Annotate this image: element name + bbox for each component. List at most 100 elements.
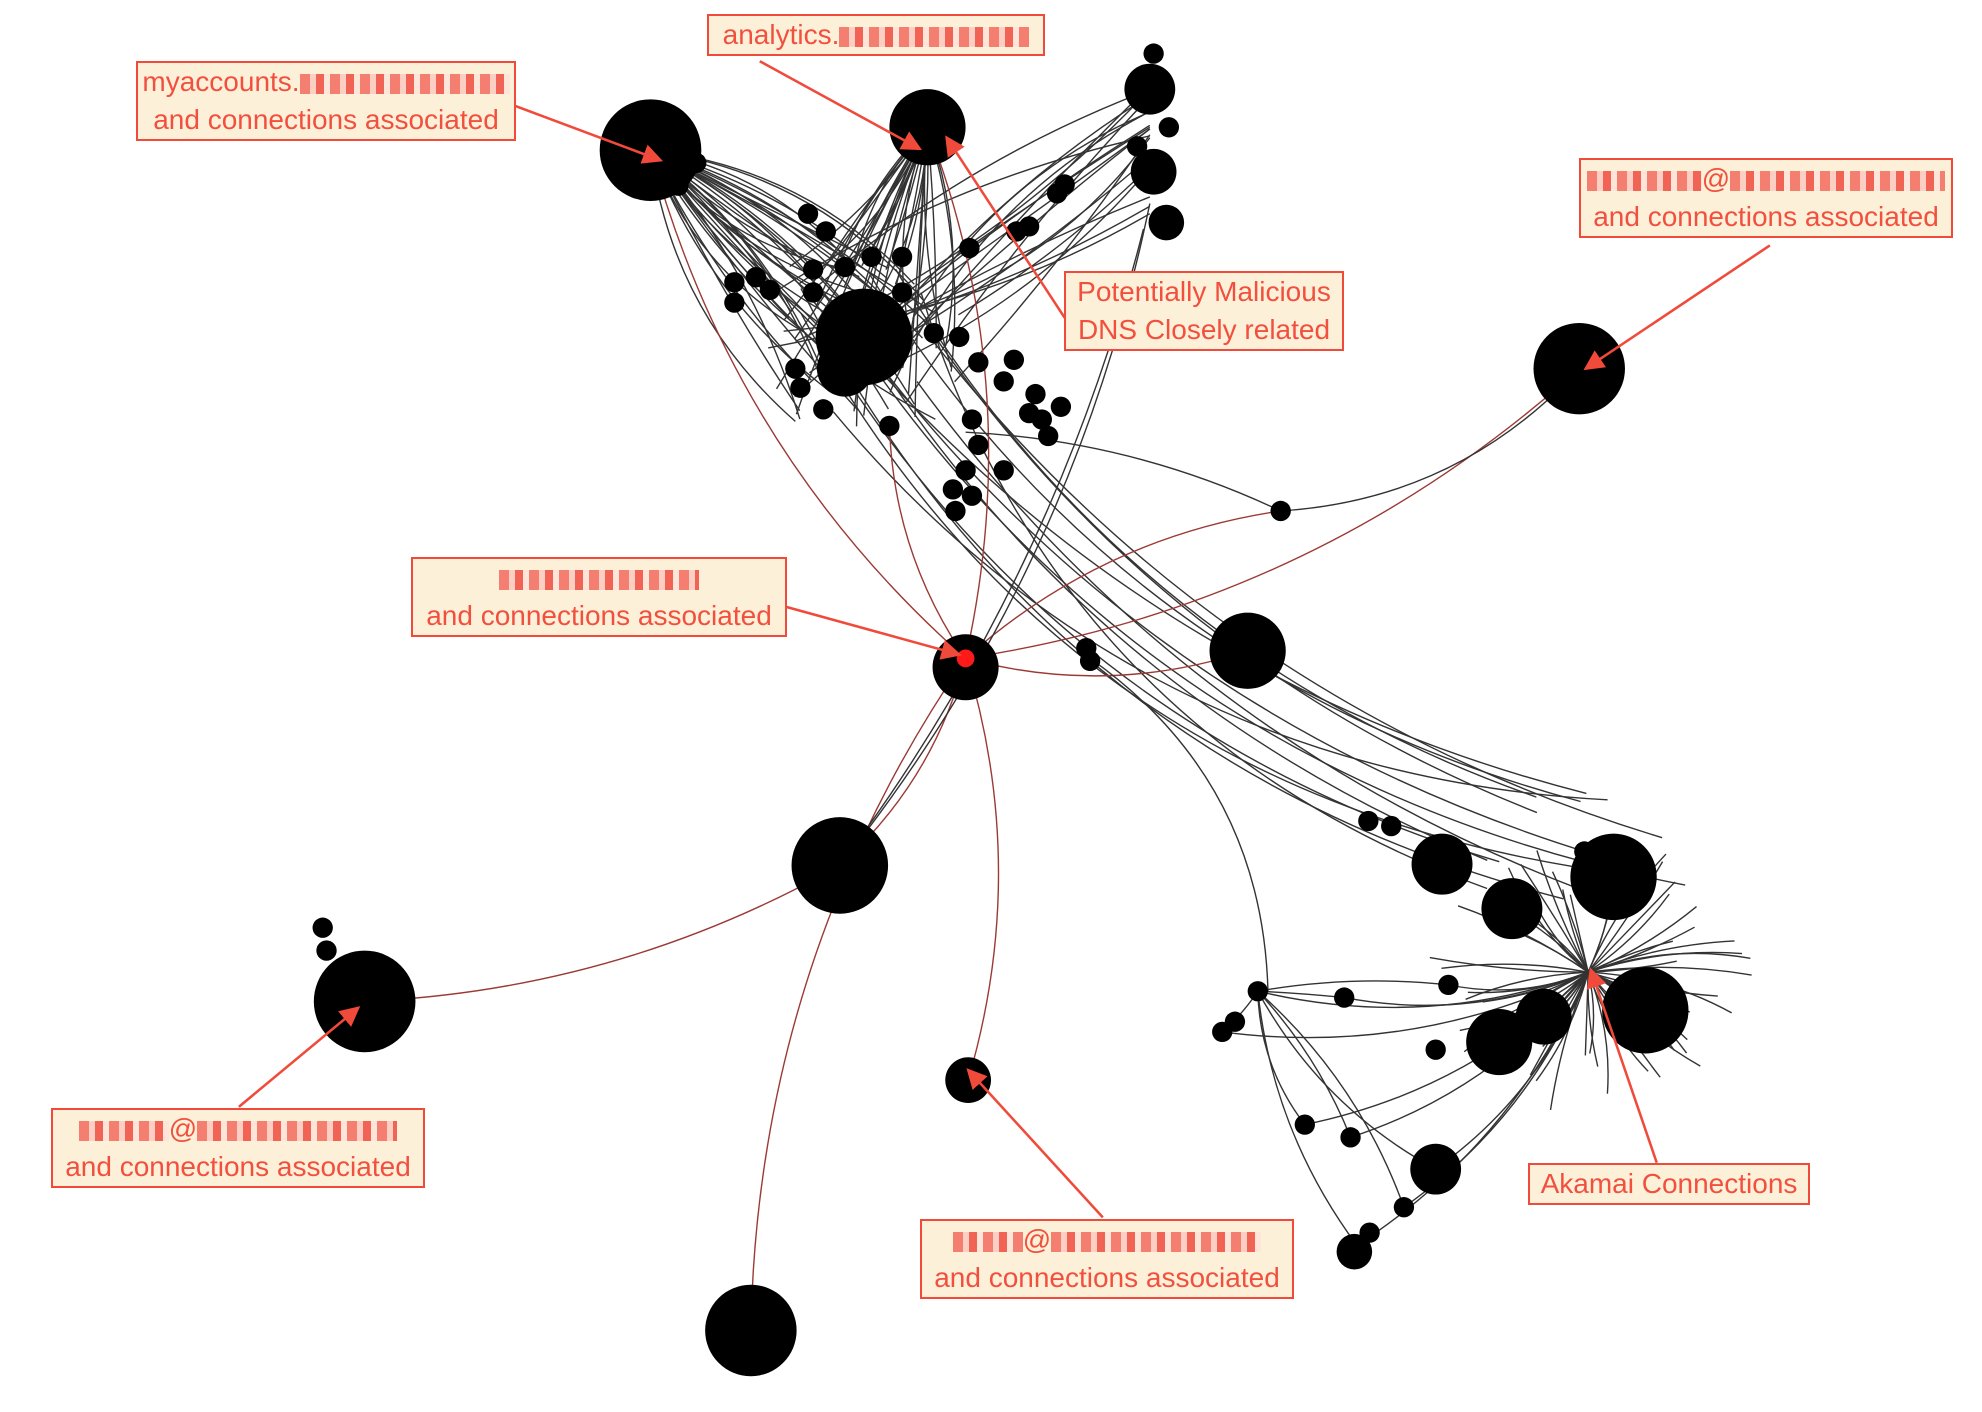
edge [905, 196, 1151, 316]
redacted-text [952, 1231, 1023, 1252]
annotation-arrow [1583, 244, 1771, 371]
annotation-arrow [238, 1006, 361, 1108]
edge [1257, 991, 1306, 1126]
node [968, 434, 989, 456]
edge [905, 96, 1151, 403]
edge [965, 431, 1281, 512]
node [945, 500, 966, 522]
cluster-node [705, 1284, 797, 1377]
edge [894, 268, 1537, 798]
edge [1257, 991, 1358, 1246]
edge [834, 360, 1500, 863]
node-cluster [1148, 204, 1185, 241]
edge [1257, 971, 1589, 1009]
label-myaccounts: myaccounts. and connections associated [136, 61, 516, 141]
node [745, 267, 767, 288]
node [1334, 987, 1355, 1008]
label-email-bottom: @ and connections associated [920, 1219, 1294, 1299]
node [949, 326, 970, 348]
redacted-text [197, 1120, 398, 1141]
node [802, 282, 824, 303]
node-cluster [1124, 63, 1176, 115]
node [1393, 1197, 1415, 1218]
node [686, 152, 707, 174]
edge [364, 864, 841, 1003]
node [1143, 43, 1164, 64]
node [1340, 1127, 1361, 1148]
edge [861, 336, 1488, 861]
edge [916, 381, 1603, 899]
node [312, 917, 333, 938]
edges [364, 85, 1752, 1331]
node [834, 256, 856, 278]
highlighted-node [956, 649, 975, 668]
annotation-arrow [759, 60, 923, 151]
cluster-node [791, 817, 889, 914]
edge [958, 165, 1151, 316]
edge [912, 85, 1151, 339]
edge [965, 368, 1580, 660]
edge [1441, 963, 1589, 973]
node-cluster [1411, 833, 1473, 895]
annotation-arrow [514, 104, 664, 164]
redacted-text [1051, 1231, 1262, 1252]
node [802, 259, 824, 280]
node [316, 940, 337, 961]
node [1025, 383, 1046, 405]
edge [1429, 956, 1589, 973]
redacted-text [499, 569, 699, 590]
node [785, 358, 806, 379]
node [955, 460, 976, 481]
edge [954, 134, 1151, 383]
node [790, 377, 811, 398]
annotation-arrow [783, 605, 962, 660]
node [1224, 1011, 1246, 1032]
edge [840, 319, 1686, 886]
node-cluster [1336, 1233, 1373, 1270]
edge [1551, 871, 1589, 973]
edge [965, 510, 1281, 659]
annotation-arrows [238, 60, 1771, 1219]
redacted-text [1586, 170, 1702, 191]
edge [1280, 368, 1580, 512]
node-cluster [1602, 967, 1689, 1054]
node [942, 479, 964, 500]
redacted-text [839, 26, 1030, 47]
edge [1584, 972, 1589, 1056]
edge [649, 149, 967, 659]
edge [1520, 864, 1589, 973]
label-email-right: @ and connections associated [1579, 158, 1953, 238]
node-cluster [1466, 1009, 1533, 1076]
node [668, 175, 689, 196]
node [959, 237, 980, 259]
edge [1588, 966, 1752, 976]
cluster-node [313, 950, 416, 1053]
edge [926, 127, 990, 659]
edge [1257, 990, 1437, 1170]
redacted-text [78, 1120, 169, 1141]
edge [800, 313, 1575, 868]
node [1126, 136, 1148, 157]
node [724, 292, 745, 313]
edge [1587, 893, 1670, 973]
label-email-left: @ and connections associated [51, 1108, 425, 1188]
edge [832, 411, 1608, 801]
node-cluster [1410, 1143, 1462, 1195]
node [1158, 117, 1180, 138]
nodes [312, 43, 1689, 1377]
node [961, 485, 983, 506]
cluster-node [1209, 612, 1286, 689]
node [759, 279, 781, 301]
edge [649, 149, 936, 420]
node-cluster [1570, 833, 1657, 921]
edge [750, 657, 967, 1331]
cluster-node [945, 1057, 991, 1104]
node-cluster [816, 340, 873, 397]
node [1438, 974, 1459, 996]
edge [888, 419, 967, 659]
edge [1344, 971, 1589, 1007]
node [861, 246, 882, 268]
redacted-text [1730, 170, 1946, 191]
